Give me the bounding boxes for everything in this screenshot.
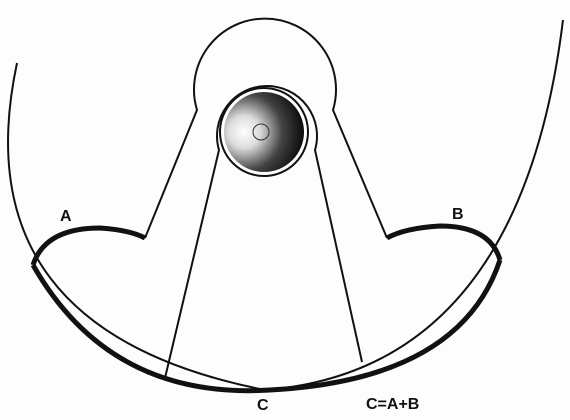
label-equation: C=A+B — [366, 397, 419, 413]
label-c: C — [257, 398, 269, 414]
arc-b — [387, 226, 500, 260]
shaded-hole — [224, 92, 304, 172]
label-a: A — [60, 209, 72, 225]
label-b: B — [452, 207, 464, 223]
arc-a — [33, 228, 145, 265]
